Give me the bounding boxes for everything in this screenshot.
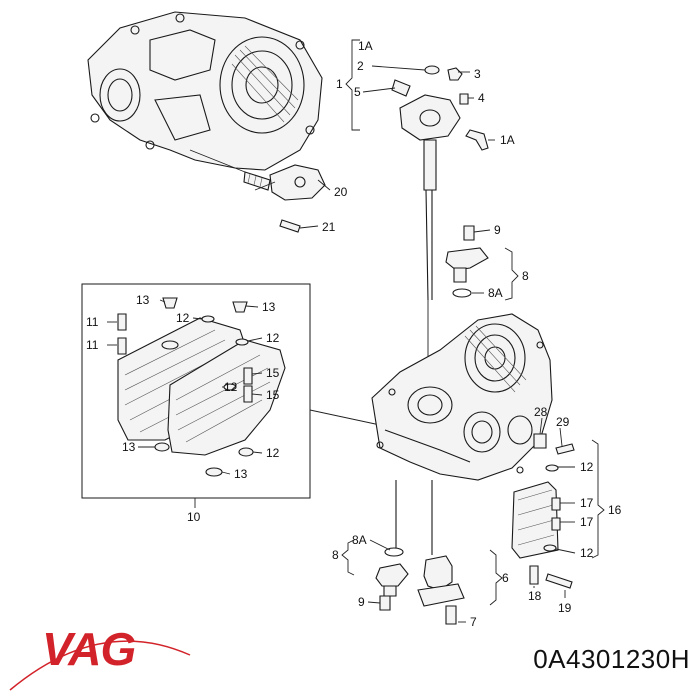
callout-16: 16 [608, 503, 622, 517]
callout-8-bottom: 8 [332, 548, 339, 562]
brand-swoosh [9, 640, 191, 691]
callout-13-b: 13 [262, 300, 276, 314]
callout-8A-top: 8A [488, 286, 503, 300]
brand-logo: VAG [42, 623, 136, 675]
callout-labels: 1A 1 2 3 4 5 1A 20 21 9 8 8A 13 13 12 11… [86, 39, 622, 629]
leader-lines [107, 39, 605, 623]
callout-11-a: 11 [86, 315, 99, 329]
callout-10: 10 [187, 510, 201, 524]
part-number: 0A4301230H [533, 644, 690, 674]
callout-6: 6 [502, 571, 509, 585]
callout-15-a: 15 [266, 366, 280, 380]
callout-8-top: 8 [522, 269, 529, 283]
shift-housing-group [81, 283, 311, 499]
callout-13-d: 13 [234, 467, 248, 481]
callout-11-b: 11 [86, 338, 99, 352]
callout-13-a: 13 [136, 293, 150, 307]
sensor-bracket-assembly [511, 433, 575, 589]
callout-2: 2 [357, 59, 364, 73]
callout-15-b: 15 [266, 388, 280, 402]
callout-1: 1 [336, 77, 343, 91]
callout-12-b: 12 [266, 331, 280, 345]
callout-21: 21 [322, 220, 336, 234]
callout-17-b: 17 [580, 515, 594, 529]
callout-8A-bottom: 8A [352, 533, 367, 547]
callout-18: 18 [528, 589, 542, 603]
callout-12-d: 12 [266, 446, 280, 460]
callout-12-e: 12 [580, 460, 594, 474]
callout-19: 19 [558, 601, 572, 615]
plug-assembly-bottom [375, 480, 465, 625]
callout-17-a: 17 [580, 496, 594, 510]
callout-1A-top: 1A [358, 39, 373, 53]
gearbox-housing-main [371, 313, 553, 481]
gearbox-housing-top [87, 11, 323, 171]
callout-12-f: 12 [580, 546, 594, 560]
callout-12-a: 12 [176, 311, 190, 325]
callout-9-bottom: 9 [358, 595, 365, 609]
shift-lever-assembly [189, 149, 326, 233]
callout-29: 29 [556, 415, 570, 429]
callout-1A-side: 1A [500, 133, 515, 147]
callout-13-c: 13 [122, 440, 136, 454]
plug-assembly-top [445, 225, 489, 298]
callout-28: 28 [534, 405, 548, 419]
selector-shaft-assembly [391, 65, 489, 301]
callout-3: 3 [474, 67, 481, 81]
callout-7: 7 [470, 615, 477, 629]
callout-9-top: 9 [494, 223, 501, 237]
callout-20: 20 [334, 185, 348, 199]
callout-4: 4 [478, 91, 485, 105]
callout-5: 5 [354, 85, 361, 99]
callout-12-c: 12 [224, 380, 238, 394]
